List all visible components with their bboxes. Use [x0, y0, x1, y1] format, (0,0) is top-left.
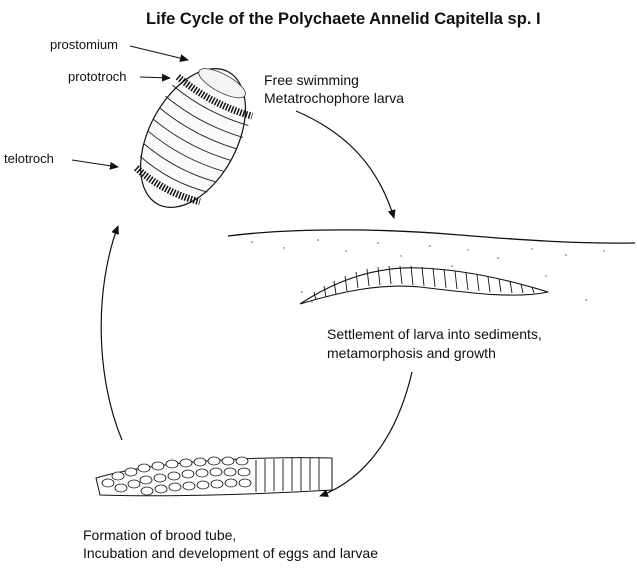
brood-tube-illustration — [96, 457, 332, 496]
telotroch-label: telotroch — [4, 152, 54, 167]
brood-caption-line1: Formation of brood tube, — [83, 527, 236, 543]
juvenile-worm-illustration — [300, 266, 548, 304]
settlement-caption-line1: Settlement of larva into sediments, — [327, 326, 542, 342]
prostomium-pointer — [130, 46, 188, 60]
arrow-to-larva — [101, 226, 122, 440]
larva-caption-line2: Metatrochophore larva — [264, 90, 404, 106]
prototroch-pointer — [140, 77, 170, 78]
arrow-to-settlement — [296, 111, 394, 218]
prostomium-label: prostomium — [50, 38, 118, 53]
diagram-title: Life Cycle of the Polychaete Annelid Cap… — [146, 10, 541, 29]
settlement-caption-line2: metamorphosis and growth — [327, 345, 496, 361]
brood-caption-line2: Incubation and development of eggs and l… — [83, 545, 378, 561]
prototroch-label: prototroch — [68, 70, 127, 85]
larva-caption-line1: Free swimming — [264, 72, 359, 88]
arrow-to-brood-tube — [320, 372, 412, 496]
telotroch-pointer — [72, 160, 118, 167]
sediment-surface-line — [228, 230, 635, 243]
